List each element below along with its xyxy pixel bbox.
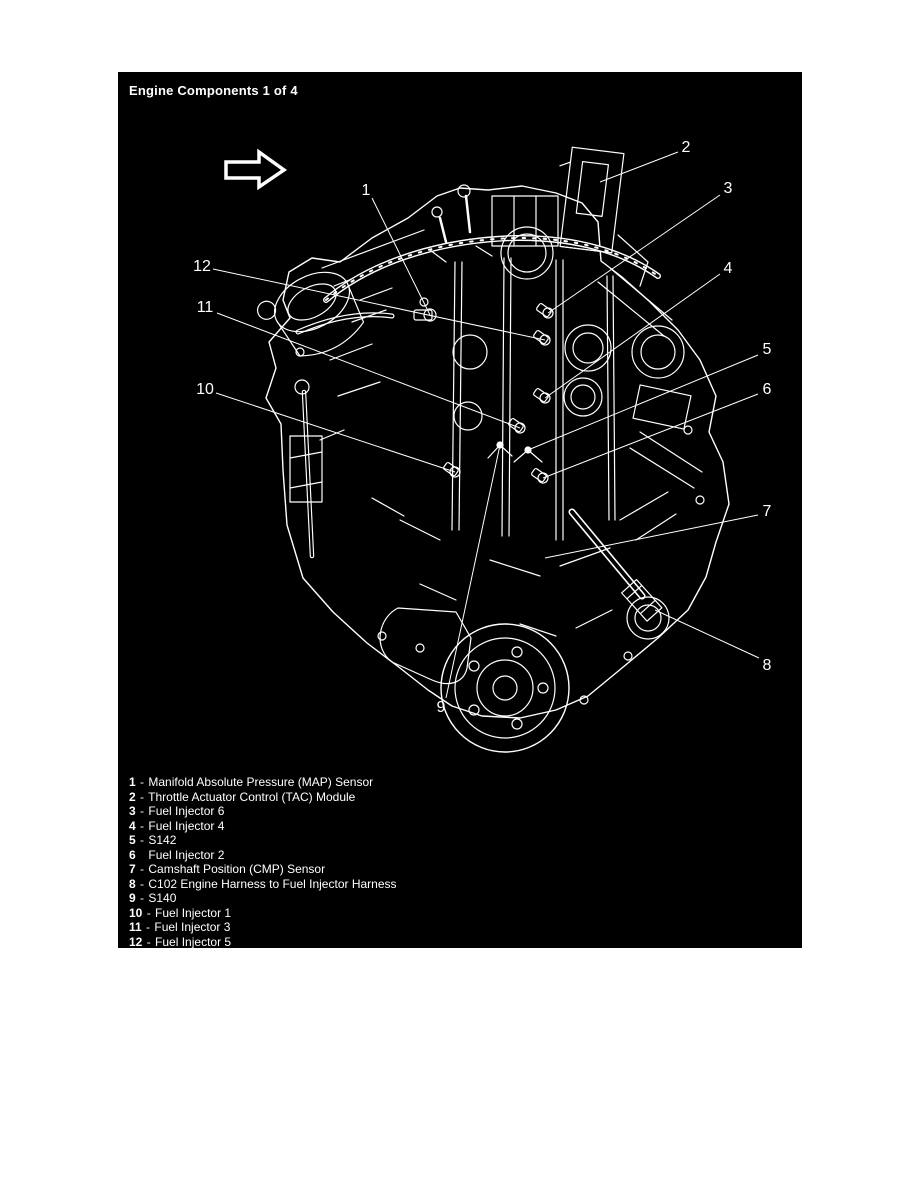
engine-line-art xyxy=(256,146,730,753)
legend-item-number: 11 xyxy=(129,920,142,934)
callout-1-leader xyxy=(371,197,431,316)
fuel-injector-6 xyxy=(534,301,556,321)
legend-item: 11 - Fuel Injector 3 xyxy=(129,920,397,935)
diagram-panel: Engine Components 1 of 4 1 - Manifold Ab… xyxy=(118,72,802,949)
legend-item-label: Fuel Injector 4 xyxy=(148,818,225,833)
callout-8-number: 8 xyxy=(763,657,772,674)
legend-item-separator: - xyxy=(140,891,145,905)
callout-8-leader xyxy=(654,609,760,659)
callout-2-leader xyxy=(599,151,679,183)
splice-s140 xyxy=(487,441,513,459)
legend-item: 6 Fuel Injector 2 xyxy=(129,848,397,863)
legend-item: 9 - S140 xyxy=(129,891,397,906)
callout-8: 8 xyxy=(654,609,772,674)
legend-item-label: S140 xyxy=(148,891,177,905)
callout-4-number: 4 xyxy=(724,260,733,277)
legend-item-number: 1 xyxy=(129,775,136,789)
direction-arrow-icon xyxy=(224,148,288,191)
legend-item-separator: - xyxy=(146,934,151,949)
legend-item-separator: - xyxy=(140,833,145,847)
callout-7: 7 xyxy=(544,503,772,559)
callout-10-number: 10 xyxy=(196,381,214,398)
legend-item-separator: - xyxy=(140,804,145,818)
legend-item-number: 9 xyxy=(129,891,136,905)
legend-item-number: 5 xyxy=(129,833,136,847)
legend-item: 7 - Camshaft Position (CMP) Sensor xyxy=(129,862,397,877)
callout-12: 12 xyxy=(193,258,546,341)
callout-5-leader xyxy=(527,354,759,451)
callout-10: 10 xyxy=(196,381,456,473)
legend-item: 10 - Fuel Injector 1 xyxy=(129,906,397,921)
legend-item-label: C102 Engine Harness to Fuel Injector Har… xyxy=(148,876,397,891)
callout-12-leader xyxy=(212,268,546,341)
legend-item-separator: - xyxy=(140,818,145,833)
callout-7-number: 7 xyxy=(763,503,772,520)
legend-item-number: 12 xyxy=(129,934,143,949)
legend-item-separator: - xyxy=(140,775,145,789)
legend-item-separator: - xyxy=(140,876,145,891)
callout-3-number: 3 xyxy=(724,180,733,197)
legend-item-label: Fuel Injector 2 xyxy=(148,847,225,862)
legend-item-number: 4 xyxy=(129,818,136,833)
legend-item: 3 - Fuel Injector 6 xyxy=(129,804,397,819)
legend-item: 2 - Throttle Actuator Control (TAC) Modu… xyxy=(129,790,397,805)
legend-item-label: Fuel Injector 5 xyxy=(155,934,232,949)
legend-item-separator: - xyxy=(140,789,145,804)
callout-12-number: 12 xyxy=(193,258,211,275)
callout-11-leader xyxy=(216,312,521,429)
callout-4: 4 xyxy=(544,260,733,399)
legend-item-label: Throttle Actuator Control (TAC) Module xyxy=(148,789,356,804)
callout-10-leader xyxy=(215,392,456,473)
legend-item-number: 8 xyxy=(129,876,136,891)
callout-7-leader xyxy=(544,514,759,559)
callout-5-number: 5 xyxy=(763,341,772,358)
legend-item: 5 - S142 xyxy=(129,833,397,848)
fuel-injector-4 xyxy=(531,386,553,406)
legend-item-number: 10 xyxy=(129,905,143,920)
callout-9-number: 9 xyxy=(437,699,446,716)
legend-item-separator: - xyxy=(146,920,151,934)
legend-item-number: 2 xyxy=(129,789,136,804)
legend-item-separator: - xyxy=(146,905,151,920)
callout-9-leader xyxy=(445,444,501,699)
callout-11-number: 11 xyxy=(197,299,214,316)
splice-s142 xyxy=(513,446,543,463)
legend-item: 4 - Fuel Injector 4 xyxy=(129,819,397,834)
callout-9: 9 xyxy=(437,444,501,716)
callout-2-number: 2 xyxy=(682,139,691,156)
legend-item-label: S142 xyxy=(148,833,177,847)
map-sensor xyxy=(413,308,437,322)
legend-item-number: 6 xyxy=(129,847,136,862)
callout-4-leader xyxy=(544,273,721,399)
legend-item-separator: - xyxy=(140,862,145,876)
callout-6-leader xyxy=(542,393,759,479)
legend-item: 1 - Manifold Absolute Pressure (MAP) Sen… xyxy=(129,775,397,790)
callout-2: 2 xyxy=(599,139,691,183)
legend-item-label: Camshaft Position (CMP) Sensor xyxy=(148,862,326,876)
legend-item-number: 7 xyxy=(129,862,136,876)
legend-item-label: Fuel Injector 6 xyxy=(148,804,225,818)
legend-item: 12 - Fuel Injector 5 xyxy=(129,935,397,950)
diagram-title: Engine Components 1 of 4 xyxy=(129,83,298,98)
callout-6: 6 xyxy=(542,381,772,479)
callout-1-number: 1 xyxy=(362,182,371,199)
legend-item-label: Fuel Injector 3 xyxy=(154,920,231,934)
legend-item-label: Fuel Injector 1 xyxy=(155,905,232,920)
callout-3-leader xyxy=(547,194,721,314)
legend-item-number: 3 xyxy=(129,804,136,818)
callout-5: 5 xyxy=(527,341,772,451)
callout-11: 11 xyxy=(197,299,521,429)
legend-item: 8 - C102 Engine Harness to Fuel Injector… xyxy=(129,877,397,892)
callout-3: 3 xyxy=(547,180,733,314)
legend-item-label: Manifold Absolute Pressure (MAP) Sensor xyxy=(148,775,374,789)
legend: 1 - Manifold Absolute Pressure (MAP) Sen… xyxy=(129,775,397,949)
callout-1: 1 xyxy=(362,182,431,316)
callout-6-number: 6 xyxy=(763,381,772,398)
